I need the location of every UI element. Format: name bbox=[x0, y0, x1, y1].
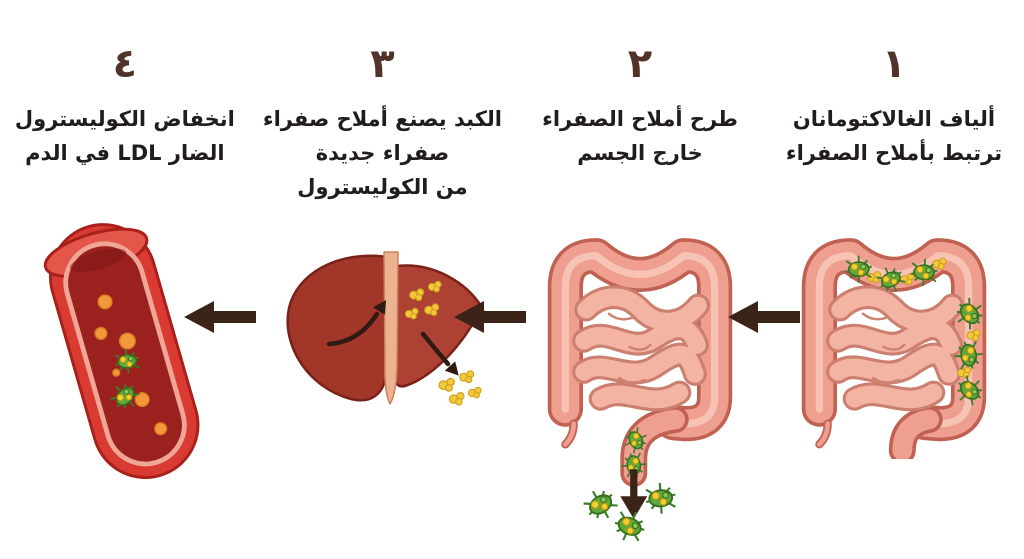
step-2-caption: طرح أملاح الصفراء خارج الجسم bbox=[542, 102, 738, 202]
flow-left-arrow-icon bbox=[728, 301, 800, 333]
caption-line: الضار LDL في الدم bbox=[25, 141, 225, 165]
caption-line: صفراء جديدة bbox=[315, 141, 450, 165]
bile-salt-clump-icon bbox=[438, 377, 456, 392]
bile-salt-clump-icon bbox=[459, 370, 475, 384]
step-3-number: ٣ bbox=[370, 41, 395, 87]
step-4-number: ٤ bbox=[112, 41, 138, 87]
flow-left-arrow-icon bbox=[454, 301, 526, 333]
ldl-particles bbox=[94, 294, 168, 436]
steps-row: ١ ألياف الغالاكتومانان ترتبط بأملاح الصف… bbox=[9, 0, 1010, 542]
caption-line: الكبد يصنع أملاح صفراء bbox=[262, 107, 502, 131]
liver-illustration bbox=[286, 251, 486, 406]
caption-line: ترتبط بأملاح الصفراء bbox=[785, 141, 1003, 165]
step-1-figure bbox=[780, 210, 1008, 459]
blood-vessel-illustration bbox=[44, 223, 200, 479]
intestines-excretion-illustration bbox=[547, 238, 733, 542]
caption-line: ألياف الغالاكتومانان bbox=[792, 107, 996, 131]
step-2-figure bbox=[526, 210, 754, 542]
step-2: ٢ طرح أملاح الصفراء خارج الجسم bbox=[524, 0, 756, 542]
caption-line: طرح أملاح الصفراء bbox=[542, 107, 738, 131]
step-4-figure bbox=[27, 206, 222, 498]
caption-line: انخفاض الكوليسترول bbox=[14, 107, 235, 131]
caption-line: من الكوليسترول bbox=[297, 175, 468, 199]
caption-line: خارج الجسم bbox=[577, 141, 703, 165]
intestines-fibers-illustration bbox=[801, 238, 990, 459]
fiber-cluster-icon bbox=[580, 484, 622, 525]
curved-arrow-icon bbox=[421, 331, 460, 376]
step-3: ٣ الكبد يصنع أملاح صفراء صفراء جديدة من … bbox=[263, 0, 502, 414]
step-2-number: ٢ bbox=[627, 41, 653, 87]
curved-arrow-icon bbox=[327, 300, 387, 347]
fiber-cluster-icon bbox=[640, 479, 681, 518]
step-1-number: ١ bbox=[881, 41, 907, 87]
step-1: ١ ألياف الغالاكتومانان ترتبط بأملاح الصف… bbox=[778, 0, 1010, 459]
step-1-caption: ألياف الغالاكتومانان ترتبط بأملاح الصفرا… bbox=[786, 102, 1002, 202]
step-4-caption: انخفاض الكوليسترول الضار LDL في الدم bbox=[15, 102, 235, 202]
flow-left-arrow-icon bbox=[184, 301, 256, 333]
down-arrow-icon bbox=[620, 469, 648, 520]
step-3-figure bbox=[267, 244, 497, 414]
step-4: ٤ انخفاض الكوليسترول الضار LDL في الدم bbox=[9, 0, 241, 498]
bile-salt-clump-icon bbox=[468, 386, 483, 399]
step-3-caption: الكبد يصنع أملاح صفراء صفراء جديدة من ال… bbox=[263, 102, 502, 204]
bile-salt-clump-icon bbox=[449, 392, 466, 406]
